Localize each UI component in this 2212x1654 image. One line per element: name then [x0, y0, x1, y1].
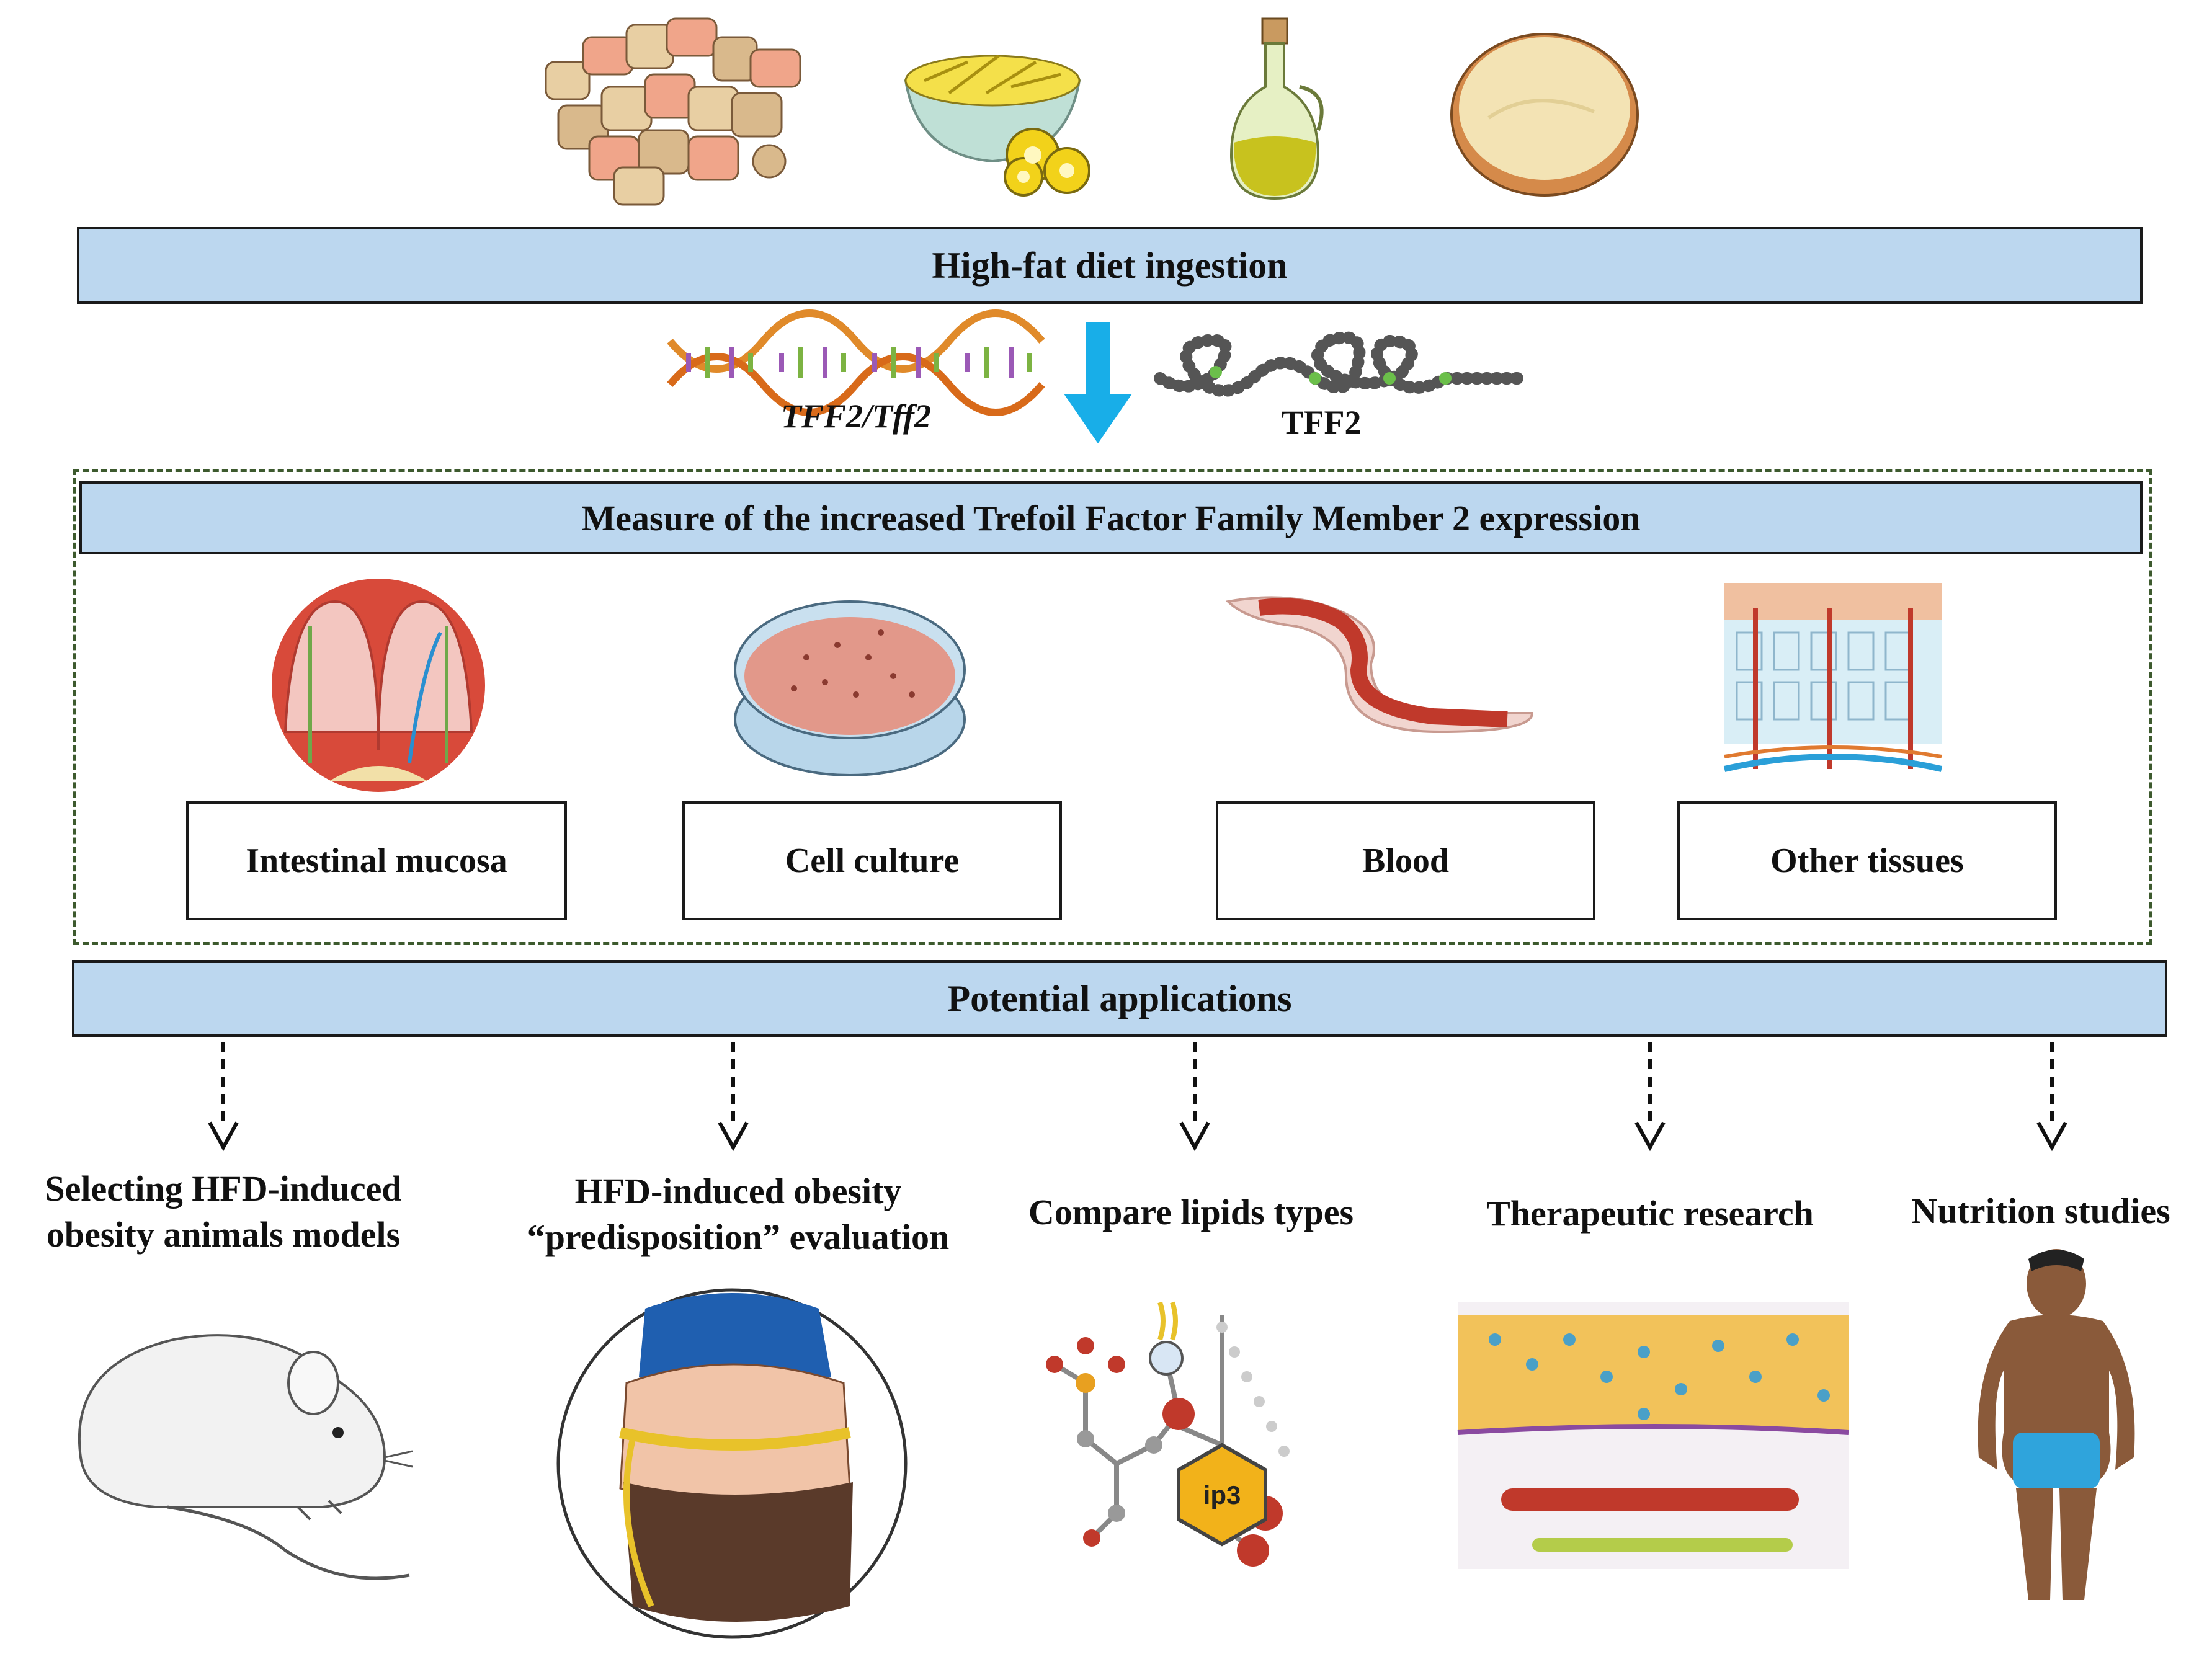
- application-label-line2: obesity animals models: [46, 1214, 401, 1255]
- lipid-molecule-icon: ip3: [1046, 1301, 1290, 1567]
- food-pellets-icon: [545, 17, 801, 206]
- application-label-line1: Selecting HFD-induced: [45, 1168, 402, 1209]
- measurement-frame: [73, 469, 2152, 945]
- protein-chain-icon: [1154, 331, 1526, 397]
- dashed-arrow-3: [1179, 1042, 1210, 1152]
- tissue-section-icon: [1723, 583, 1943, 772]
- application-label-therapeutic: Therapeutic research: [1486, 1193, 1814, 1234]
- dna-helix-icon: [667, 309, 1045, 416]
- dashed-arrow-2: [718, 1042, 749, 1152]
- butter-dish-icon: [1450, 33, 1639, 197]
- sample-box-blood: Blood: [1216, 801, 1595, 920]
- dashed-arrow-4: [1634, 1042, 1666, 1152]
- tissue-repair-icon: [1457, 1302, 1849, 1569]
- dashed-arrow-5: [2036, 1042, 2067, 1152]
- waist-measure-icon: [556, 1288, 908, 1639]
- sample-box-other-tissues: Other tissues: [1677, 801, 2057, 920]
- application-label-line2: “predisposition” evaluation: [527, 1217, 950, 1257]
- blood-vessel-icon: [1225, 596, 1534, 734]
- protein-label: TFF2: [1281, 404, 1362, 441]
- applications-banner: Potential applications: [72, 960, 2167, 1037]
- oil-bottle-icon: [1229, 17, 1324, 200]
- application-label-predisposition: HFD-induced obesity “predisposition” eva…: [496, 1168, 980, 1260]
- ip3-label: ip3: [1203, 1480, 1241, 1509]
- petri-dish-icon: [734, 600, 966, 776]
- fries-bowl-icon: [904, 55, 1090, 197]
- intestinal-villi-icon: [272, 579, 485, 792]
- measure-banner: Measure of the increased Trefoil Factor …: [79, 481, 2143, 554]
- gene-label: TFF2/Tff2: [781, 398, 931, 435]
- mouse-icon: [78, 1334, 413, 1580]
- obese-person-icon: [1978, 1249, 2135, 1600]
- diet-banner: High-fat diet ingestion: [77, 227, 2143, 304]
- application-label-line1: HFD-induced obesity: [574, 1171, 902, 1211]
- down-arrow-icon: [1064, 322, 1132, 443]
- sample-box-intestinal-mucosa: Intestinal mucosa: [186, 801, 567, 920]
- application-label-nutrition: Nutrition studies: [1911, 1191, 2170, 1231]
- application-label-animal-models: Selecting HFD-induced obesity animals mo…: [12, 1166, 434, 1258]
- application-label-lipids: Compare lipids types: [1028, 1192, 1354, 1232]
- dashed-arrow-1: [208, 1042, 239, 1152]
- sample-box-cell-culture: Cell culture: [682, 801, 1062, 920]
